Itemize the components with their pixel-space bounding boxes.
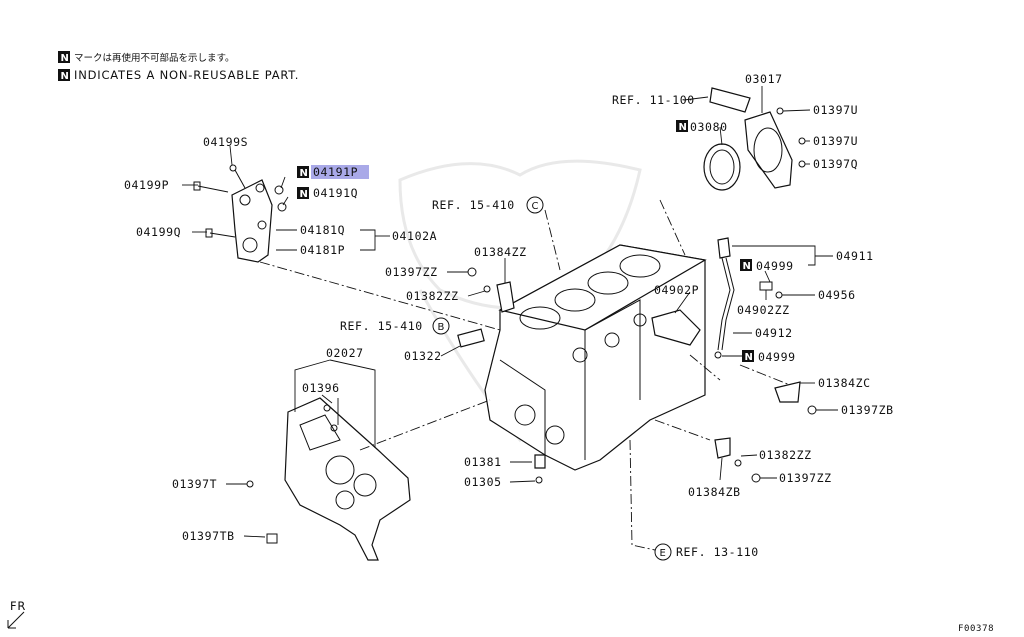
leader-lines — [182, 86, 838, 538]
bracket-04102A[interactable] — [231, 179, 273, 263]
cylinder-block[interactable] — [484, 244, 707, 471]
figure-code: F00378 — [958, 624, 994, 634]
label-01322: 01322 — [404, 349, 442, 363]
label-01397U-b: 01397U — [813, 134, 858, 148]
oil-seal-case-03017[interactable] — [709, 87, 793, 189]
svg-text:N: N — [679, 122, 687, 133]
label-01381: 01381 — [464, 455, 502, 469]
non-reusable-symbol-letter: N — [61, 53, 69, 64]
rear-plate-02027[interactable] — [284, 397, 411, 561]
assembly-lines — [259, 199, 791, 551]
label-04912: 04912 — [755, 326, 793, 340]
label-04199Q: 04199Q — [136, 225, 181, 239]
label-04199P: 04199P — [124, 178, 169, 192]
circle-ref-c[interactable]: C — [526, 196, 544, 214]
label-04911: 04911 — [836, 249, 874, 263]
svg-text:E: E — [660, 548, 666, 559]
bolts-bracket — [193, 164, 287, 238]
label-01397TB: 01397TB — [182, 529, 235, 543]
label-01397ZB: 01397ZB — [841, 403, 894, 417]
label-01397T: 01397T — [172, 477, 217, 491]
jp-note: マークは再使用不可部品を示します。 — [74, 52, 235, 64]
front-direction-indicator: FR — [7, 599, 26, 629]
fr-label: FR — [10, 599, 26, 613]
label-ref-11-100: REF. 11-100 — [612, 93, 695, 107]
label-01382ZZ-b: 01382ZZ — [759, 448, 812, 462]
label-ref-15-410-b: REF. 15-410 — [340, 319, 423, 333]
en-note: INDICATES A NON-REUSABLE PART. — [74, 68, 299, 82]
small-parts — [246, 107, 817, 544]
label-03017: 03017 — [745, 72, 783, 86]
circle-ref-e[interactable]: E — [654, 543, 672, 561]
label-04102A: 04102A — [392, 229, 437, 243]
non-reusable-symbol-letter: N — [61, 71, 69, 82]
oil-gauge-04911[interactable] — [651, 237, 773, 359]
label-04999-a: 04999 — [756, 259, 794, 273]
label-01396: 01396 — [302, 381, 340, 395]
label-04191Q: 04191Q — [313, 186, 358, 200]
non-reusable-symbol — [58, 51, 70, 63]
label-04956: 04956 — [818, 288, 856, 302]
circle-ref-b[interactable]: B — [432, 317, 450, 335]
label-04999-b: 04999 — [758, 350, 796, 364]
label-ref-13-110: REF. 13-110 — [676, 545, 759, 559]
label-01397Q: 01397Q — [813, 157, 858, 171]
label-ref-15-410-c: REF. 15-410 — [432, 198, 515, 212]
label-04902ZZ: 04902ZZ — [737, 303, 790, 317]
label-01397ZZ-b: 01397ZZ — [779, 471, 832, 485]
svg-text:N: N — [300, 168, 308, 179]
label-01382ZZ-a: 01382ZZ — [406, 289, 459, 303]
label-04181P: 04181P — [300, 243, 345, 257]
label-01384ZC: 01384ZC — [818, 376, 871, 390]
arrow-icon — [7, 611, 25, 629]
label-02027: 02027 — [326, 346, 364, 360]
part-labels[interactable]: 04199S 04199P 04199Q 04191P 04191Q 04181… — [124, 72, 894, 559]
non-reusable-markers: N N N N N — [297, 120, 754, 363]
label-03080: 03080 — [690, 120, 728, 134]
svg-text:N: N — [300, 189, 308, 200]
svg-text:N: N — [745, 352, 753, 363]
svg-text:B: B — [438, 322, 445, 333]
label-04191P: 04191P — [313, 165, 358, 179]
label-04181Q: 04181Q — [300, 223, 345, 237]
label-01305: 01305 — [464, 475, 502, 489]
label-01384ZZ: 01384ZZ — [474, 245, 527, 259]
label-01397ZZ-a: 01397ZZ — [385, 265, 438, 279]
label-04199S: 04199S — [203, 135, 248, 149]
label-01397U-a: 01397U — [813, 103, 858, 117]
label-04902P: 04902P — [654, 283, 699, 297]
svg-text:N: N — [743, 261, 751, 272]
oil-seal-03080[interactable] — [703, 143, 741, 191]
svg-text:C: C — [532, 201, 539, 212]
header-legend: N マークは再使用不可部品を示します。 N INDICATES A NON-RE… — [58, 51, 299, 82]
selected-part-highlight — [311, 165, 369, 179]
label-01384ZB: 01384ZB — [688, 485, 741, 499]
